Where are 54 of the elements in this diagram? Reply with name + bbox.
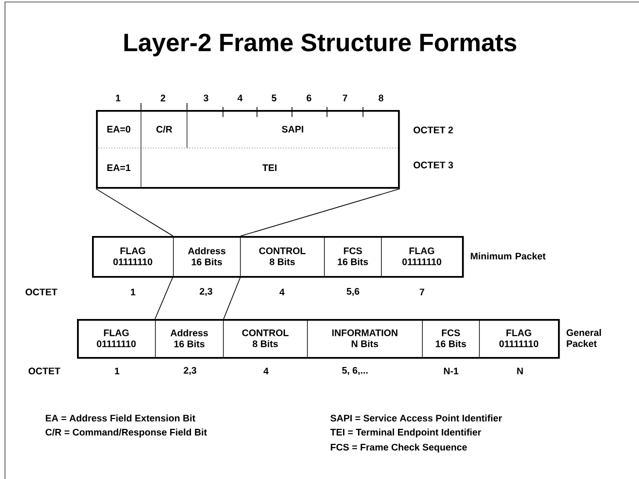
packet-label: General Packet [566, 329, 601, 347]
field-cell: Address 16 Bits [155, 319, 224, 358]
field-cell: TEI [262, 164, 276, 171]
bit-number: 6 [306, 94, 312, 102]
octet-number: 7 [420, 288, 424, 296]
definition-text: EA = Address Field Extension Bit [46, 414, 196, 422]
octet-number: 4 [280, 288, 285, 296]
field-cell: INFORMATION N Bits [307, 319, 423, 358]
field-cell: FLAG 01111110 [381, 236, 463, 277]
definition-text: TEI = Terminal Endpoint Identifier [330, 428, 482, 438]
octet-label: OCTET 3 [414, 162, 453, 168]
octet-number: 1 [114, 368, 120, 374]
frame-box [92, 236, 464, 278]
bit-number: 8 [378, 94, 384, 102]
packet-label: Minimum Packet [470, 252, 546, 260]
field-cell: EA=1 [107, 164, 130, 171]
frame-box [96, 110, 400, 189]
octet-number: 5,6 [346, 288, 360, 296]
octet-label: OCTET [28, 368, 60, 374]
octet-number: 4 [264, 368, 269, 374]
field-cell: FCS 16 Bits [422, 319, 480, 358]
octet-number: 1 [130, 288, 136, 296]
bit-number: 1 [116, 94, 120, 102]
field-cell: SAPI [282, 126, 304, 133]
field-cell: FLAG 01111110 [479, 319, 559, 358]
definition-text: SAPI = Service Access Point Identifier [330, 414, 502, 422]
bit-number: 2 [160, 94, 166, 102]
octet-number: N-1 [444, 368, 458, 374]
title: Layer-2 Frame Structure Formats [124, 34, 516, 56]
field-cell: FLAG 01111110 [77, 319, 156, 358]
field-cell: C/R [156, 126, 172, 133]
field-cell: FLAG 01111110 [92, 236, 174, 277]
field-cell: CONTROL 8 Bits [223, 319, 308, 358]
frame-box [77, 319, 560, 359]
bit-number: 4 [238, 94, 243, 102]
zoom-line [96, 188, 174, 236]
field-cell: EA=0 [107, 126, 130, 133]
octet-number: 2,3 [184, 366, 196, 376]
field-cell: FCS 16 Bits [324, 236, 382, 277]
bit-number: 5 [272, 94, 276, 102]
octet-number: N [517, 368, 523, 374]
zoom-line [223, 276, 241, 320]
octet-number: 5, 6,... [342, 366, 368, 376]
field-cell: CONTROL 8 Bits [240, 236, 325, 277]
field-cell: Address 16 Bits [173, 236, 241, 277]
octet-label: OCTET [26, 288, 58, 296]
octet-number: 2,3 [200, 288, 212, 296]
bit-number: 3 [204, 94, 208, 102]
bit-number: 7 [342, 94, 348, 102]
definition-text: FCS = Frame Check Sequence [330, 444, 467, 452]
zoom-line [240, 188, 400, 236]
definition-text: C/R = Command/Response Field Bit [46, 428, 207, 438]
zoom-line [154, 276, 174, 320]
octet-label: OCTET 2 [414, 126, 453, 134]
